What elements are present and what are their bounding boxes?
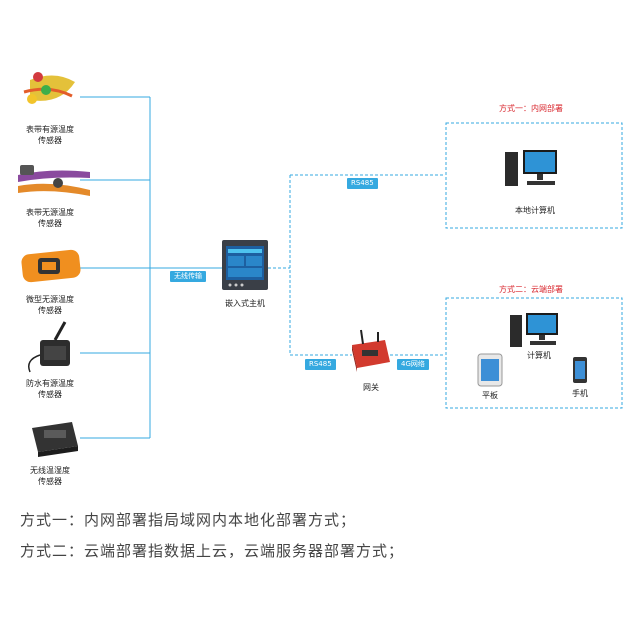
wireless-humidity-sensor-icon: [32, 422, 78, 457]
rs485-bottom-tag: RS485: [305, 359, 336, 370]
rs485-top-tag: RS485: [347, 178, 378, 189]
cloud-computer-label: 计算机: [527, 351, 551, 360]
mode1-title: 方式一：内网部署: [499, 104, 563, 113]
sensor-label-5: 无线温湿度传感器: [30, 466, 70, 486]
net4g-tag: 4G网络: [397, 359, 429, 370]
embedded-host-icon: [222, 240, 268, 290]
cloud-computer-icon: [510, 313, 558, 347]
phone-icon: [573, 357, 587, 383]
connection-lines: [80, 96, 445, 439]
host-label: 嵌入式主机: [225, 299, 265, 308]
strap-active-sensor-icon: [23, 72, 75, 104]
waterproof-active-sensor-icon: [28, 321, 70, 373]
micro-passive-sensor-icon: [21, 249, 81, 283]
sensor-label-1: 表带有源温度传感器: [26, 125, 74, 145]
note-line-2: 方式二：云端部署指数据上云，云端服务器部署方式；: [20, 542, 405, 560]
strap-passive-sensor-icon: [18, 165, 90, 196]
sensor-label-2: 表带无源温度传感器: [26, 208, 74, 228]
phone-label: 手机: [572, 389, 588, 398]
sensor-label-3: 微型无源温度传感器: [26, 295, 74, 315]
mode2-title: 方式二：云端部署: [499, 285, 563, 294]
local-computer-label: 本地计算机: [515, 206, 555, 215]
note-line-1: 方式一：内网部署指局域网内本地化部署方式；: [20, 511, 357, 529]
tablet-icon: [477, 353, 503, 387]
local-computer-icon: [505, 150, 557, 186]
gateway-label: 网关: [363, 383, 379, 392]
sensor-label-4: 防水有源温度传感器: [26, 379, 74, 399]
mode1-box: [445, 122, 623, 229]
mode2-box: [445, 297, 623, 409]
gateway-icon: [352, 329, 390, 372]
wireless-link-tag: 无线传输: [170, 271, 206, 282]
tablet-label: 平板: [482, 391, 498, 400]
